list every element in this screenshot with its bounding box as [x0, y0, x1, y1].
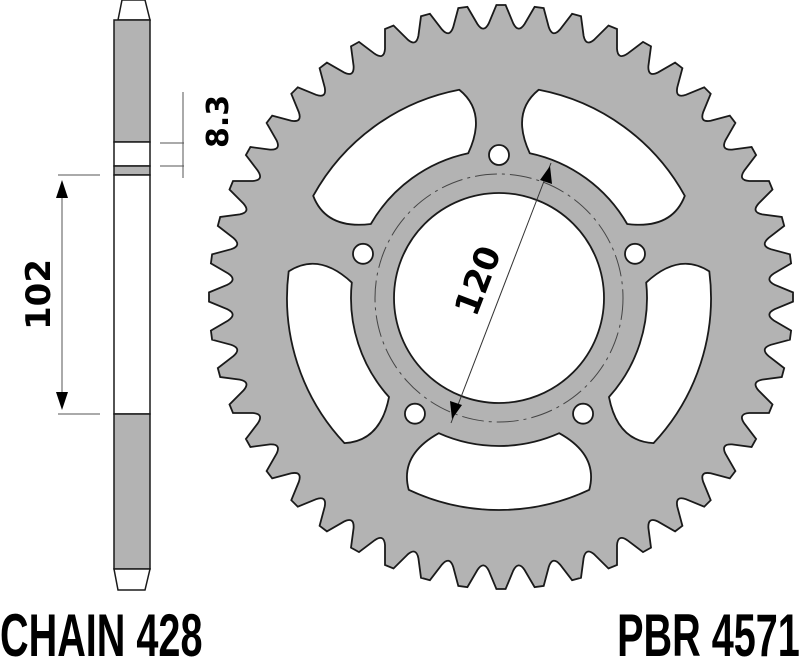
thickness-dimension: 8.3: [160, 92, 236, 178]
part-number-label: PBR 4571: [617, 602, 800, 669]
height-dimension: 102: [19, 174, 100, 415]
chain-size-label: CHAIN 428: [0, 602, 203, 669]
thickness-value: 8.3: [201, 95, 236, 148]
side-view: [113, 0, 151, 591]
height-value: 102: [19, 259, 59, 330]
sprocket-front-view: [208, 4, 794, 590]
